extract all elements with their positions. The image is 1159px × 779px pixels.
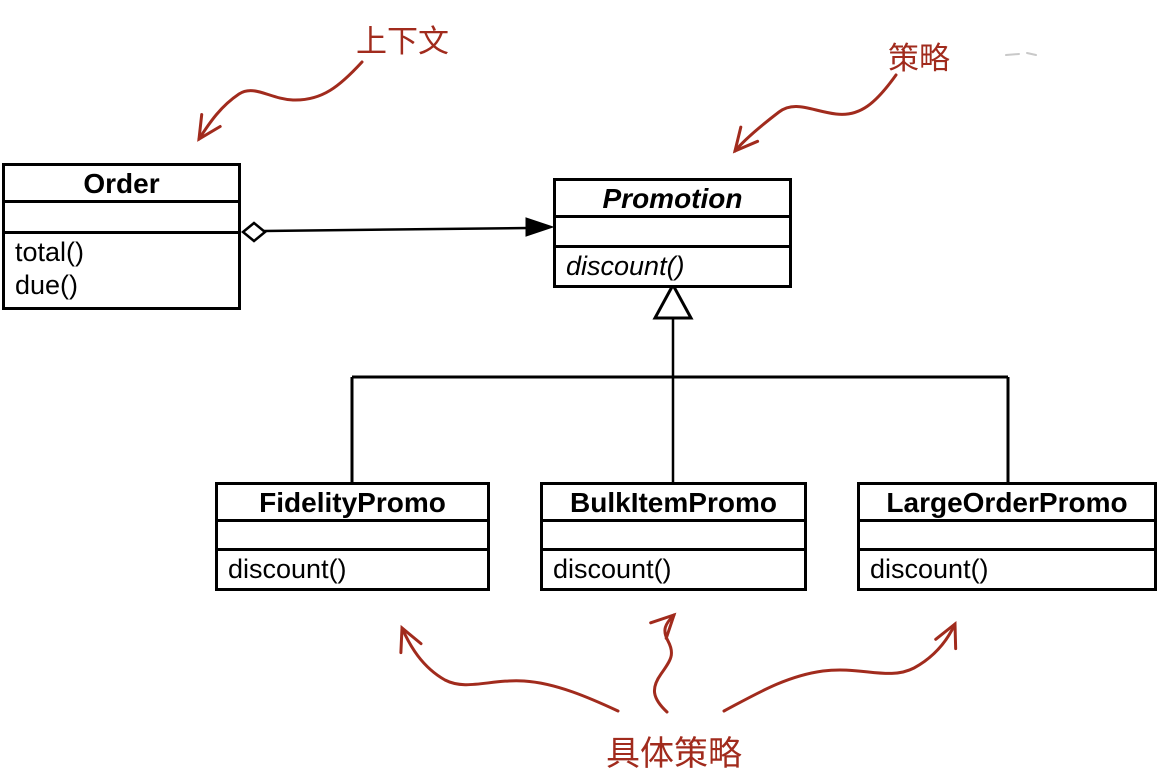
aggregation-line [263, 226, 530, 233]
method-label: total() [15, 237, 85, 267]
class-methods-promotion: discount() [556, 248, 789, 285]
strategy-annotation-label: 策略 [888, 41, 950, 76]
class-methods-bulkitempromo: discount() [543, 551, 804, 588]
aggregation-diamond-icon [241, 221, 267, 243]
class-attributes-largeorderpromo [860, 522, 1154, 551]
class-attributes-fidelitypromo [218, 522, 487, 551]
association-arrowhead-icon [525, 217, 555, 237]
method-label: discount() [870, 554, 989, 584]
method-label: discount() [553, 554, 672, 584]
class-title-promotion: Promotion [556, 181, 789, 218]
class-box-bulkitempromo: BulkItemPromo discount() [540, 482, 807, 591]
context-annotation-label: 上下文 [356, 24, 449, 59]
class-attributes-bulkitempromo [543, 522, 804, 551]
strategy-annotation-arrow [732, 73, 898, 154]
method-label: discount() [228, 554, 347, 584]
class-methods-order: total() due() [5, 234, 238, 307]
faint-stray-mark [1026, 52, 1037, 56]
class-box-promotion: Promotion discount() [553, 178, 792, 288]
concrete-right-annotation-arrow [722, 620, 958, 713]
class-attributes-order [5, 203, 238, 234]
class-title-fidelitypromo: FidelityPromo [218, 485, 487, 522]
class-attributes-promotion [556, 218, 789, 248]
class-box-order: Order total() due() [2, 163, 241, 310]
class-title-bulkitempromo: BulkItemPromo [543, 485, 804, 522]
class-methods-largeorderpromo: discount() [860, 551, 1154, 588]
class-box-largeorderpromo: LargeOrderPromo discount() [857, 482, 1157, 591]
class-methods-fidelitypromo: discount() [218, 551, 487, 588]
concrete-middle-annotation-arrow [649, 612, 677, 714]
class-box-fidelitypromo: FidelityPromo discount() [215, 482, 490, 591]
concrete-left-annotation-arrow [399, 624, 620, 713]
context-annotation-arrow [197, 60, 364, 142]
class-title-order: Order [5, 166, 238, 203]
method-label: discount() [566, 251, 685, 281]
inheritance-triangle-icon [652, 281, 694, 320]
class-title-largeorderpromo: LargeOrderPromo [860, 485, 1154, 522]
method-label: due() [15, 270, 79, 300]
concrete-annotation-label: 具体策略 [606, 735, 742, 773]
faint-stray-mark [1005, 53, 1020, 56]
